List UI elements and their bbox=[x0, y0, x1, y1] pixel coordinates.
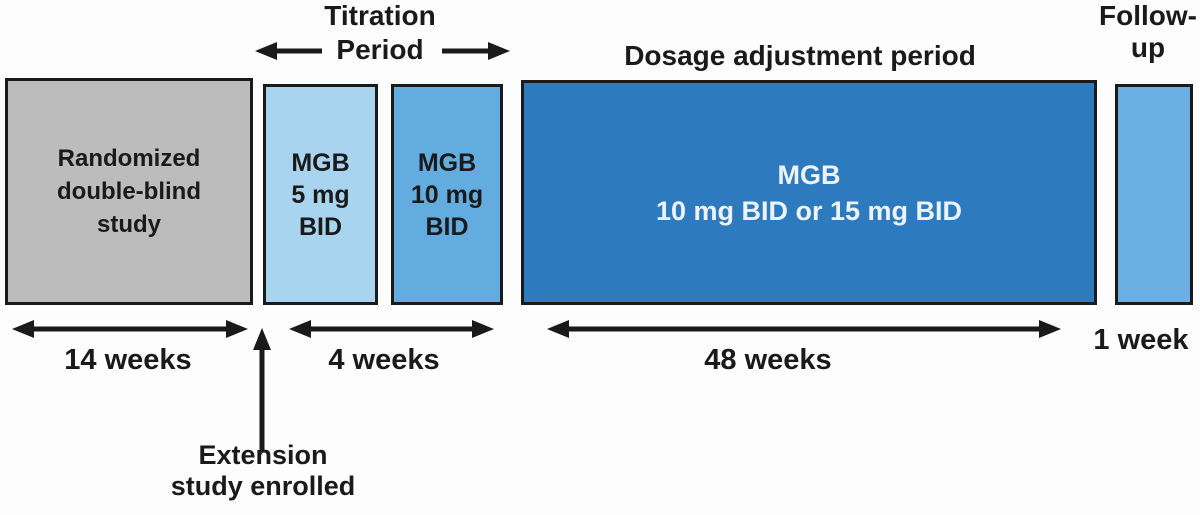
dosage-adjustment-box: MGB 10 mg BID or 15 mg BID bbox=[521, 80, 1097, 305]
titration-10mg-box: MGB 10 mg BID bbox=[391, 84, 503, 305]
duration-label-1-week: 1 week bbox=[1093, 324, 1189, 356]
followup-box bbox=[1115, 84, 1193, 305]
duration-arrow-14-weeks-icon bbox=[12, 320, 248, 338]
duration-label-14-weeks: 14 weeks bbox=[64, 344, 192, 376]
duration-arrow-48-weeks-icon bbox=[547, 320, 1061, 338]
duration-label-4-weeks: 4 weeks bbox=[328, 344, 440, 376]
titration-period-title-line1: Titration bbox=[324, 0, 436, 31]
titration-period-title-line2: Period bbox=[336, 34, 424, 65]
titration-5mg-box: MGB 5 mg BID bbox=[263, 84, 378, 305]
randomized-study-label: Randomized double-blind study bbox=[57, 145, 201, 238]
titration-10mg-label: MGB 10 mg BID bbox=[410, 148, 484, 241]
followup-title: Follow- up bbox=[1099, 0, 1197, 63]
duration-arrow-4-weeks-icon bbox=[289, 320, 494, 338]
extension-up-arrow-icon bbox=[253, 328, 271, 452]
dosage-adjustment-title: Dosage adjustment period bbox=[624, 40, 976, 71]
duration-label-48-weeks: 48 weeks bbox=[704, 344, 832, 376]
randomized-study-box: Randomized double-blind study bbox=[5, 78, 253, 305]
extension-study-annotation: Extension study enrolled bbox=[170, 440, 356, 501]
dosage-adjustment-label: MGB 10 mg BID or 15 mg BID bbox=[655, 159, 963, 226]
titration-5mg-label: MGB 5 mg BID bbox=[291, 148, 350, 241]
